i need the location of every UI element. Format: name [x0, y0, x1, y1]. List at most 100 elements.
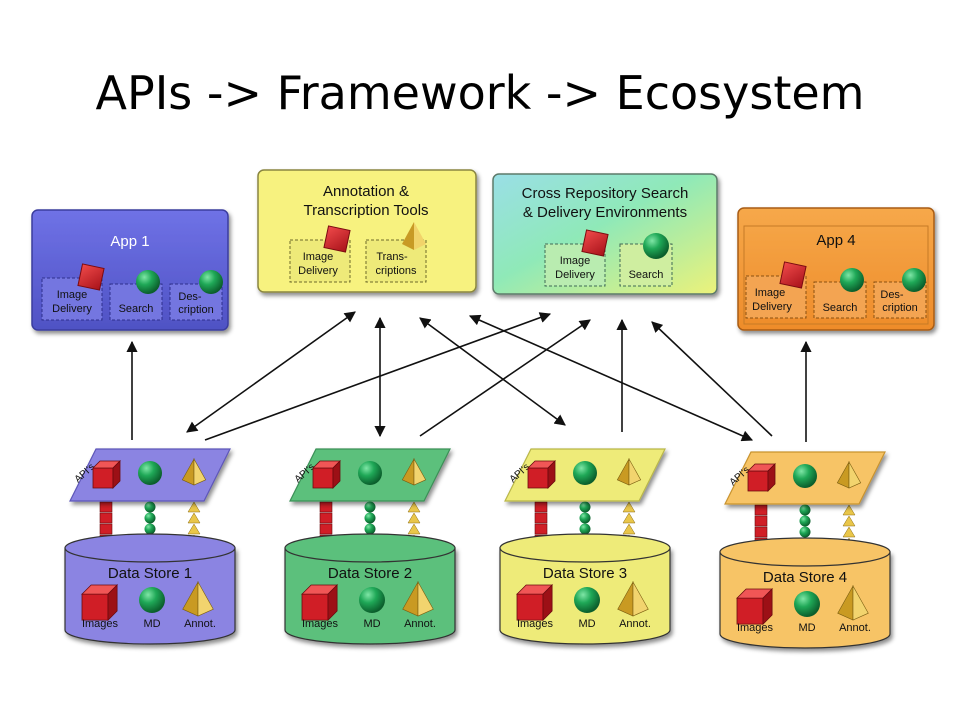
svg-text:Annotation &Transcription Tool: Annotation &Transcription Tools	[303, 183, 428, 219]
api-plane: API's	[504, 448, 666, 502]
store-item-label: MD	[143, 618, 160, 630]
sphere-stack-segment	[364, 501, 376, 513]
connection-arrows	[126, 311, 812, 442]
store-item-label: Annot.	[404, 618, 436, 630]
pyramid-icon	[182, 580, 214, 617]
app4-description-module: Des-cription	[873, 268, 927, 319]
pyramid-icon	[616, 457, 642, 486]
arrow-store3-annotation	[419, 317, 566, 426]
cross-repository-box: Cross Repository Search& Delivery Enviro…	[492, 173, 718, 295]
store-item-label: MD	[363, 618, 380, 630]
cube-stack-segment	[534, 501, 548, 513]
annotation-transcriptions-module: Trans-criptions	[365, 222, 427, 283]
app4-item-label: Delivery	[752, 301, 792, 313]
sphere-icon	[794, 591, 820, 617]
cross-item-label: Image	[560, 255, 591, 267]
cube-icon	[312, 460, 341, 489]
svg-text:Cross Repository Search& Deliv: Cross Repository Search& Delivery Enviro…	[522, 185, 689, 221]
data-store-label: Data Store 3	[543, 565, 627, 582]
cube-icon	[301, 584, 339, 622]
sphere-stack-segment	[144, 523, 156, 535]
cube-stack-segment	[319, 523, 333, 535]
pyramid-icon	[402, 222, 426, 250]
store-item-label: Annot.	[184, 618, 216, 630]
cube-stack-segment	[754, 515, 768, 527]
app4-item-label: cription	[882, 302, 917, 314]
app4-item-label: Des-	[880, 289, 904, 301]
pyramid-stack-segment	[407, 501, 421, 513]
pyramid-icon	[402, 580, 434, 617]
annotation-item-label: Trans-	[376, 251, 408, 263]
pyramid-stack-segment	[407, 512, 421, 524]
sphere-icon	[199, 270, 223, 294]
sphere-icon	[138, 461, 162, 485]
app1-item-label: cription	[178, 304, 213, 316]
sphere-stack-segment	[144, 512, 156, 524]
pyramid-stack-segment	[622, 523, 636, 535]
data-store-label: Data Store 2	[328, 565, 412, 582]
pyramid-icon	[617, 580, 649, 617]
pyramid-icon	[836, 460, 862, 489]
cross-item-label: Delivery	[555, 269, 595, 281]
pyramid-stack-segment	[622, 501, 636, 513]
app1-item-label: Des-	[178, 291, 202, 303]
cube-stack-segment	[754, 504, 768, 516]
cube-icon	[92, 460, 121, 489]
app4-label: App 4	[816, 232, 855, 249]
cube-icon	[581, 229, 609, 257]
api-plane: API's	[289, 448, 451, 502]
app1-item-label: Delivery	[52, 303, 92, 315]
pyramid-stack-segment	[842, 526, 856, 538]
pyramid-stack-segment	[407, 523, 421, 535]
pyramid-stack-segment	[622, 512, 636, 524]
sphere-icon	[840, 268, 864, 292]
cube-icon	[747, 463, 776, 492]
sphere-icon	[139, 587, 165, 613]
sphere-stack-segment	[144, 501, 156, 513]
app4-item-label: Search	[823, 302, 858, 314]
cube-icon	[81, 584, 119, 622]
api-plane: API's	[724, 451, 886, 505]
sphere-icon	[136, 270, 160, 294]
arrow-store4-cross	[651, 321, 773, 437]
cross-search-module: Search	[619, 233, 673, 287]
cross-title-line: & Delivery Environments	[523, 204, 687, 221]
store-item-label: Annot.	[839, 622, 871, 634]
cube-stack-segment	[99, 501, 113, 513]
cube-stack-segment	[319, 501, 333, 513]
svg-text:Trans-criptions: Trans-criptions	[376, 251, 417, 277]
app4-item-label: Image	[755, 287, 786, 299]
store-item-label: Images	[517, 618, 554, 630]
cube-icon	[527, 460, 556, 489]
cube-icon	[779, 261, 807, 289]
pyramid-icon	[837, 584, 869, 621]
sphere-stack-segment	[579, 512, 591, 524]
sphere-stack-segment	[364, 523, 376, 535]
app4-search-module: Search	[813, 268, 867, 319]
sphere-stack-segment	[364, 512, 376, 524]
cube-stack-segment	[319, 512, 333, 524]
pyramid-stack-segment	[842, 504, 856, 516]
store-item-label: Images	[737, 622, 774, 634]
cube-stack-segment	[534, 523, 548, 535]
annotation-item-label: Delivery	[298, 265, 338, 277]
cube-stack-segment	[99, 523, 113, 535]
sphere-icon	[643, 233, 669, 259]
sphere-stack-segment	[799, 515, 811, 527]
cube-icon	[323, 225, 351, 253]
